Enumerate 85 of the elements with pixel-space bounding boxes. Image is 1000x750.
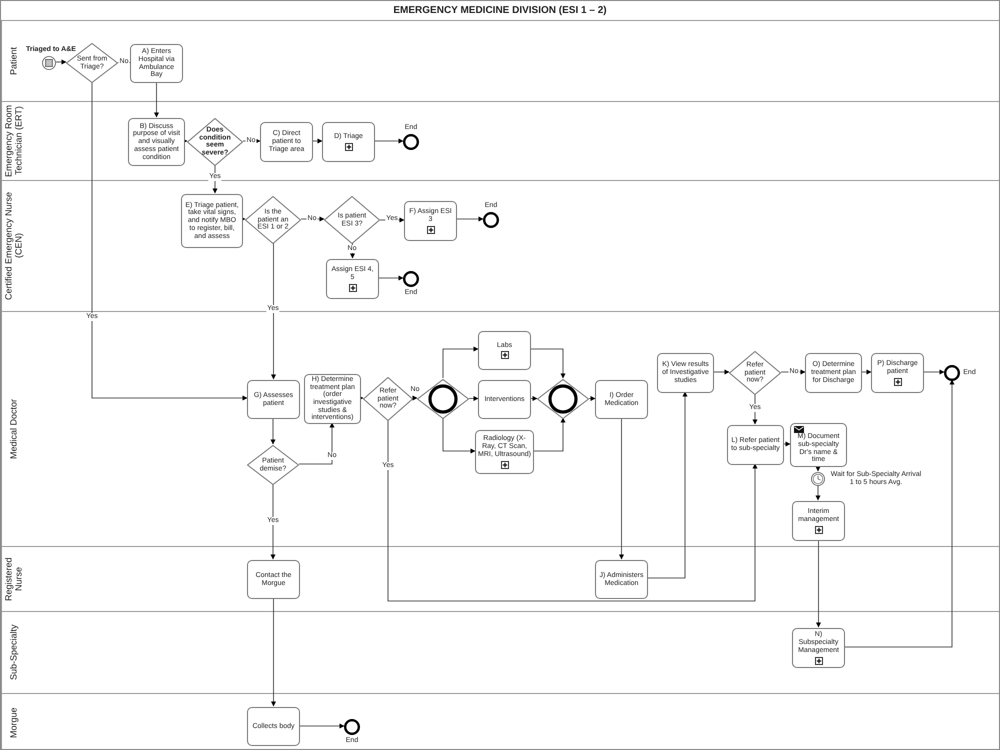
lane-label: Medical Doctor [1, 312, 27, 546]
arrow [468, 396, 478, 401]
subprocess-box [871, 353, 924, 393]
arrow [271, 242, 276, 380]
arrow [300, 724, 344, 728]
arrow [456, 216, 484, 222]
subprocess-box [322, 122, 375, 162]
arrow [92, 82, 248, 400]
decision-diamond [247, 445, 299, 485]
gateway-diamond [537, 379, 589, 419]
swimlane [1, 693, 999, 749]
subprocess-box [792, 628, 845, 668]
arrow [312, 138, 322, 144]
subprocess-box [792, 501, 845, 541]
task-box [595, 380, 648, 419]
decision-diamond [729, 351, 781, 395]
arrow [240, 216, 246, 222]
arrow [350, 242, 355, 258]
subprocess-box [478, 331, 531, 370]
arrow [619, 418, 624, 560]
task-box [130, 44, 183, 83]
end-event [480, 201, 502, 228]
task-box [181, 194, 243, 248]
lane-label: Emergency Room Technician (ERT) [1, 102, 27, 180]
arrow [378, 276, 404, 280]
arrow [588, 396, 596, 401]
task-box [247, 380, 300, 419]
arrow [298, 422, 334, 464]
swimlane [1, 20, 999, 101]
swimlane [1, 180, 999, 311]
task-box [247, 707, 300, 746]
lane-label: Patient [1, 21, 27, 101]
subprocess-box [326, 259, 379, 299]
arrow [212, 164, 218, 194]
arrow [182, 138, 188, 144]
task-box [478, 380, 531, 419]
task-box [727, 425, 784, 465]
lane-label: Registered Nurse [1, 547, 27, 611]
subprocess-box [404, 201, 457, 241]
decision-diamond [245, 196, 301, 244]
swimlane [1, 546, 999, 611]
arrow [388, 420, 758, 602]
task-box [595, 560, 648, 599]
task-box [657, 353, 714, 393]
arrow [534, 418, 566, 452]
arrow [270, 484, 276, 560]
arrow [442, 346, 478, 378]
arrow [530, 348, 566, 378]
arrow [358, 396, 364, 400]
arrow [784, 442, 790, 446]
task-box [260, 122, 313, 162]
arrow [412, 396, 418, 400]
arrow [714, 370, 730, 374]
decision-diamond [324, 196, 380, 244]
arrow [816, 484, 820, 500]
lane-label: Morgue [1, 694, 27, 749]
arrow [442, 418, 476, 454]
decision-diamond [187, 118, 243, 166]
task-box [247, 560, 300, 599]
arrow [862, 370, 872, 374]
arrow [752, 394, 758, 424]
arrow [154, 82, 159, 118]
arrow [844, 380, 954, 648]
arrow [648, 392, 688, 578]
timer-event [811, 472, 825, 486]
task-box [790, 423, 847, 467]
arrow [270, 418, 276, 444]
diagram-title: EMERGENCY MEDICINE DIVISION (ESI 1 – 2) [392, 4, 608, 18]
lane-label: Sub-Specialty [1, 612, 27, 693]
end-event [400, 123, 422, 150]
swimlane [1, 101, 999, 180]
task-box [805, 353, 862, 393]
arrow [816, 466, 820, 472]
lane-label: Certified Emergency Nurse (CEN) [1, 181, 27, 311]
arrow [530, 396, 538, 401]
subprocess-box [475, 430, 534, 474]
arrow [816, 540, 821, 628]
arrow [374, 138, 404, 144]
end-event [944, 365, 978, 381]
arrow [56, 60, 66, 64]
decision-diamond [363, 377, 413, 421]
arrow [924, 370, 944, 374]
swimlane [1, 311, 999, 546]
arrow [271, 598, 276, 706]
swimlane [1, 611, 999, 693]
